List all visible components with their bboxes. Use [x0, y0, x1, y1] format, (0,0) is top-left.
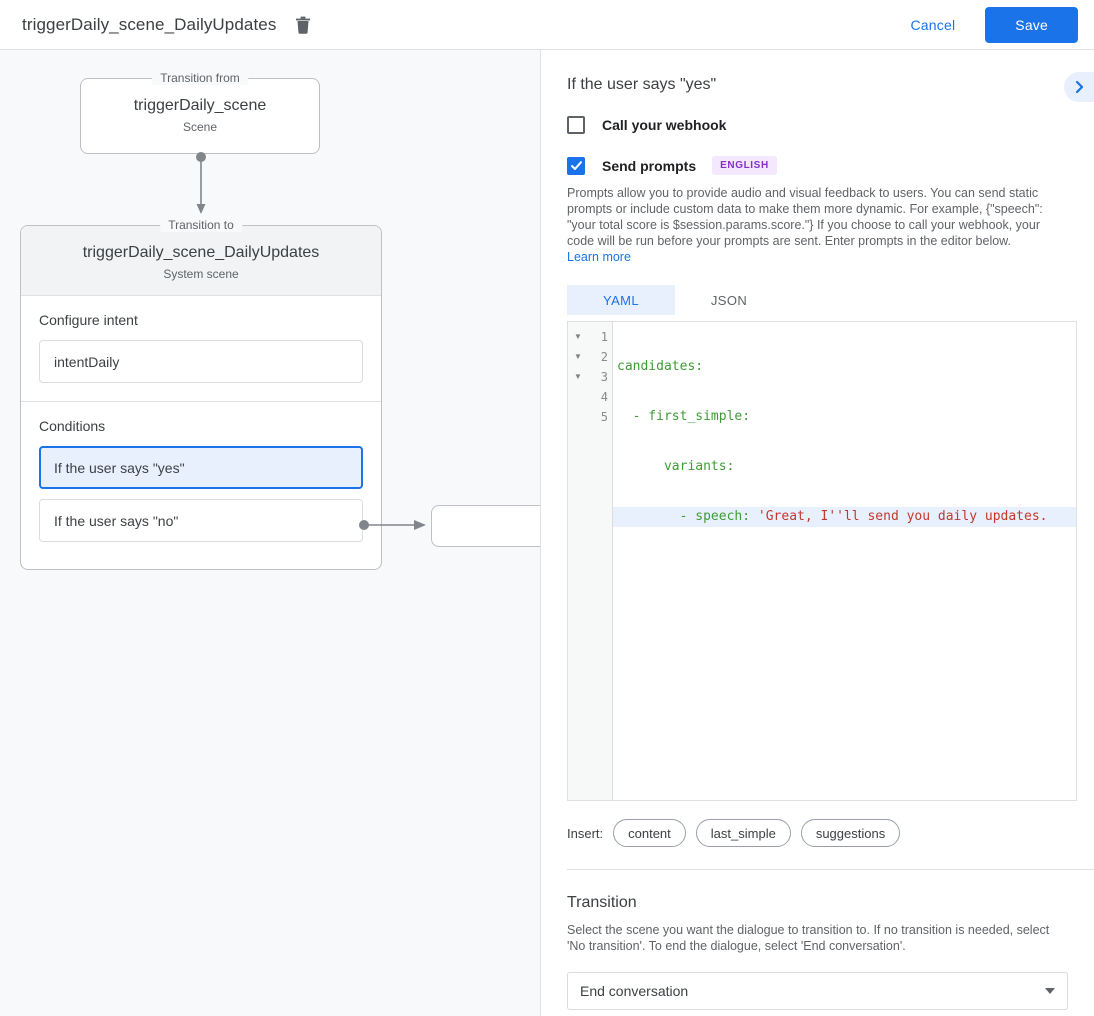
transition-from-title: triggerDaily_scene	[133, 97, 267, 114]
code-token-string: 'Great, I''ll send you daily updates.	[757, 509, 1048, 524]
intent-value[interactable]: intentDaily	[39, 340, 363, 383]
trash-icon[interactable]	[290, 12, 316, 38]
panel-title: If the user says "yes"	[567, 76, 717, 93]
code-line: - speech: 'Great, I''ll send you daily u…	[613, 507, 1076, 527]
fold-marker[interactable]: ▼	[574, 372, 582, 381]
transition-section: Transition Select the scene you want the…	[541, 870, 1094, 1010]
transition-title: Transition	[567, 894, 637, 911]
fold-marker[interactable]: ▼	[574, 332, 582, 341]
call-webhook-checkbox[interactable]	[567, 116, 585, 134]
call-webhook-label: Call your webhook	[602, 117, 727, 133]
section-divider	[567, 869, 1094, 870]
send-prompts-description-text: Prompts allow you to provide audio and v…	[567, 186, 1043, 248]
transition-from-subtitle: Scene	[182, 120, 218, 134]
transition-from-legend: Transition from	[152, 71, 248, 85]
conditions-section: Conditions If the user says "yes" If the…	[21, 401, 381, 560]
code-token-key: - first_simple:	[617, 409, 751, 424]
details-panel: If the user says "yes" Call your webhook…	[541, 50, 1094, 1016]
transition-select[interactable]: End conversation	[567, 972, 1068, 1010]
transition-from-node[interactable]: Transition from triggerDaily_scene Scene	[80, 71, 320, 154]
code-token-key: candidates:	[617, 359, 704, 374]
page-title: triggerDaily_scene_DailyUpdates	[22, 14, 277, 34]
fold-marker[interactable]	[568, 387, 588, 407]
code-line: candidates:	[613, 357, 1076, 377]
insert-chip-content[interactable]: content	[613, 819, 686, 847]
transition-description: Select the scene you want the dialogue t…	[567, 923, 1050, 953]
language-badge: ENGLISH	[712, 156, 777, 175]
insert-chip-suggestions[interactable]: suggestions	[800, 819, 901, 847]
send-prompts-description: Prompts allow you to provide audio and v…	[541, 185, 1069, 265]
transition-select-value: End conversation	[580, 983, 689, 999]
editor-fold-gutter[interactable]: ▼ ▼ ▼	[568, 322, 588, 800]
code-line: variants:	[613, 457, 1076, 477]
top-bar-actions: Cancel Save	[897, 6, 1094, 43]
conditions-label: Conditions	[39, 418, 106, 434]
line-number: 4	[600, 390, 608, 404]
save-button[interactable]: Save	[985, 6, 1078, 43]
code-token-key: variants:	[617, 459, 735, 474]
transition-to-legend: Transition to	[160, 218, 242, 232]
send-prompts-row[interactable]: Send prompts ENGLISH	[541, 156, 1094, 175]
condition-connector-arrow	[358, 516, 428, 539]
learn-more-link[interactable]: Learn more	[567, 250, 631, 264]
tab-yaml[interactable]: YAML	[567, 285, 675, 315]
panel-header: If the user says "yes"	[541, 50, 1094, 102]
fold-marker[interactable]: ▼	[574, 352, 582, 361]
scene-graph-canvas[interactable]: Transition from triggerDaily_scene Scene…	[0, 50, 541, 1016]
line-number: 5	[600, 410, 608, 424]
prompt-code-editor[interactable]: ▼ ▼ ▼ 1 2 3 4 5 candidates: - first_simp…	[567, 321, 1077, 801]
transition-to-title: triggerDaily_scene_DailyUpdates	[82, 244, 320, 261]
condition-item-yes[interactable]: If the user says "yes"	[39, 446, 363, 489]
target-scene-node[interactable]	[431, 505, 540, 547]
editor-format-tabs: YAML JSON	[567, 285, 1094, 315]
call-webhook-row[interactable]: Call your webhook	[541, 116, 1094, 134]
send-prompts-label: Send prompts	[602, 157, 697, 174]
code-line: - first_simple:	[613, 407, 1076, 427]
configure-intent-label: Configure intent	[39, 312, 138, 328]
send-prompts-checkbox[interactable]	[567, 156, 585, 175]
editor-line-numbers: 1 2 3 4 5	[588, 322, 613, 800]
code-line	[613, 557, 1076, 577]
cancel-button[interactable]: Cancel	[897, 9, 970, 41]
insert-row: Insert: content last_simple suggestions	[567, 819, 1094, 847]
connector-arrow	[193, 150, 209, 221]
configure-intent-section: Configure intent intentDaily	[21, 296, 381, 401]
chevron-right-icon[interactable]	[1064, 72, 1094, 102]
chevron-down-icon[interactable]	[1045, 988, 1055, 994]
transition-to-subtitle: System scene	[163, 267, 239, 281]
line-number: 1	[600, 330, 608, 344]
line-number: 3	[600, 370, 608, 384]
transition-to-header: triggerDaily_scene_DailyUpdates System s…	[21, 226, 381, 296]
editor-code-area[interactable]: candidates: - first_simple: variants: - …	[613, 322, 1076, 800]
code-token-key: - speech:	[617, 509, 758, 524]
fold-marker[interactable]	[568, 407, 588, 427]
condition-item-no[interactable]: If the user says "no"	[39, 499, 363, 542]
top-bar: triggerDaily_scene_DailyUpdates Cancel S…	[0, 0, 1094, 50]
transition-to-node[interactable]: Transition to triggerDaily_scene_DailyUp…	[20, 218, 382, 570]
tab-json[interactable]: JSON	[710, 292, 748, 308]
insert-chip-last-simple[interactable]: last_simple	[695, 819, 791, 847]
line-number: 2	[600, 350, 608, 364]
insert-label: Insert:	[567, 825, 604, 841]
